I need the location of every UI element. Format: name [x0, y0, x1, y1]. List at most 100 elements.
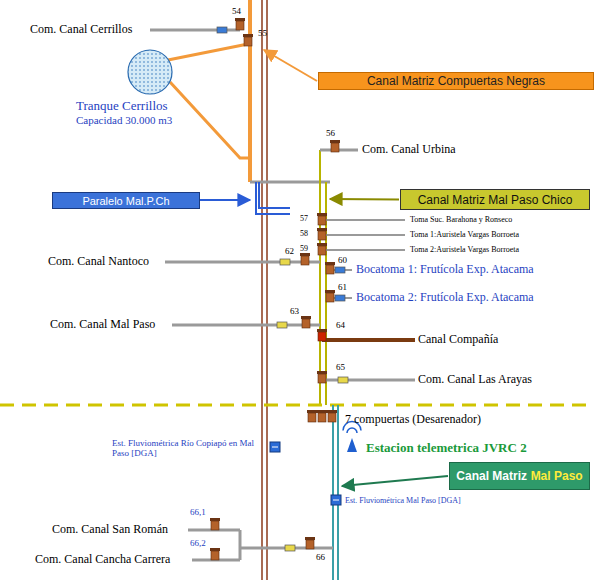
- canal-label: 7 compuertas (Desarenador): [345, 413, 481, 427]
- callout-number: 62: [285, 246, 294, 256]
- canal-label: Est. Fluviométrica Mal Paso [DGA]: [345, 496, 461, 505]
- valve-body: [211, 521, 219, 530]
- canal-line: [248, 0, 252, 182]
- valve-body: [308, 413, 316, 422]
- canal-label: Estacion telemetrica JVRC 2: [366, 441, 527, 456]
- canal-line: [326, 219, 405, 221]
- valve-symbol: [327, 410, 337, 422]
- valve-symbol: [317, 329, 327, 341]
- station-symbol: [270, 442, 280, 452]
- antenna-mast: [347, 438, 357, 452]
- canal-label: Com. Canal Mal Paso: [50, 318, 155, 332]
- callout-number: 58: [300, 229, 308, 238]
- valve-body: [211, 551, 219, 560]
- canal-line: [165, 261, 320, 264]
- callout-number: 66,1: [190, 507, 206, 517]
- valve-symbol: [307, 410, 317, 422]
- canal-label: Bocatoma 1: Frutícola Exp. Atacama: [356, 263, 534, 277]
- reservoir-shape: [128, 50, 172, 94]
- callout-number: 66: [316, 552, 325, 562]
- valve-cap: [325, 262, 335, 265]
- valve-symbol: [330, 140, 340, 152]
- canal-line: [319, 150, 321, 405]
- canal-line: [170, 82, 250, 158]
- gate-symbol: [277, 322, 287, 328]
- valve-body: [318, 231, 326, 240]
- canal-label: Toma 1:Auristela Vargas Borroeta: [410, 230, 519, 239]
- canal-label: Com. Canal Las Arayas: [418, 373, 532, 387]
- valve-symbol: [305, 537, 315, 549]
- callout-number: 60: [338, 255, 347, 265]
- gate-symbol: [335, 267, 345, 273]
- canal-line: [322, 338, 415, 342]
- valve-cap: [305, 537, 315, 540]
- valve-body: [326, 293, 334, 302]
- reservoir-node: Tranque CerrillosCapacidad 30.000 m3: [76, 48, 226, 127]
- callout-number: 64: [336, 320, 345, 330]
- node-text: Mal Paso: [531, 469, 583, 483]
- gates: [217, 27, 348, 551]
- canal-line: [239, 530, 242, 560]
- node-text: Tranque Cerrillos: [76, 98, 226, 114]
- callout-box: Canal Matriz Compuertas Negras: [318, 72, 594, 90]
- valve-body: [326, 265, 334, 274]
- callout-number: 54: [232, 6, 241, 16]
- gate-symbol: [280, 259, 290, 265]
- antenna-wave: [347, 428, 357, 433]
- valve-cap: [243, 34, 253, 37]
- canal-line: [168, 44, 248, 60]
- valve-body: [302, 319, 310, 328]
- valve-symbol: [210, 548, 220, 560]
- canal-line: [326, 249, 405, 251]
- valve-symbol: [325, 262, 335, 274]
- canal-label: Com. Canal Urbina: [362, 143, 456, 157]
- valve-symbol: [317, 371, 327, 383]
- valve-symbol: [317, 213, 327, 225]
- gate-symbol: [338, 377, 348, 383]
- callout-number: 56: [326, 128, 335, 138]
- canal-line: [256, 182, 290, 214]
- valve-symbol: [301, 316, 311, 328]
- valve-symbol: [300, 253, 310, 265]
- callout-box: Canal MatrizMal Paso: [449, 462, 590, 490]
- canal-label: Canal Compañía: [418, 333, 498, 347]
- valves: [210, 18, 340, 560]
- node-text: Canal Matriz Compuertas Negras: [367, 74, 545, 88]
- reservoir-circle: [126, 48, 174, 96]
- valve-cap: [210, 518, 220, 521]
- callout-number: 61: [338, 282, 347, 292]
- callout-number: 65: [336, 362, 345, 372]
- callout-number: 59: [300, 244, 308, 253]
- valve-cap: [301, 316, 311, 319]
- valve-body: [331, 143, 339, 152]
- callout-number: 55: [258, 28, 267, 38]
- boundary-line: [0, 404, 594, 407]
- pointer-arrow: [264, 50, 317, 81]
- pointer-arrow: [200, 199, 250, 201]
- valve-body: [328, 413, 336, 422]
- canal-label: Toma Suc. Barahona y Ronseco: [410, 215, 512, 224]
- gate-symbol: [285, 545, 295, 551]
- canal-line: [332, 405, 334, 580]
- valve-cap: [300, 253, 310, 256]
- valve-cap: [307, 410, 317, 413]
- valve-body: [318, 374, 326, 383]
- valve-symbol: [210, 518, 220, 530]
- canal-line: [259, 182, 290, 208]
- node-text: Paralelo Mal.P.Ch: [82, 195, 169, 207]
- callout-box: Canal Matriz Mal Paso Chico: [400, 189, 590, 210]
- canal-label: Est. Fluviométrica Río Copiapó en Mal Pa…: [112, 438, 257, 459]
- valve-body: [301, 256, 309, 265]
- valve-symbol: [317, 243, 327, 255]
- valve-cap: [325, 290, 335, 293]
- valve-cap: [317, 243, 327, 246]
- canal-line: [250, 181, 330, 184]
- valve-body: [318, 413, 326, 422]
- valve-body: [318, 246, 326, 255]
- station-mark: [272, 447, 278, 448]
- canal-line: [172, 324, 320, 327]
- canal-line: [322, 379, 415, 382]
- station-symbol: [331, 495, 341, 505]
- valve-cap: [210, 548, 220, 551]
- valve-cap: [327, 410, 337, 413]
